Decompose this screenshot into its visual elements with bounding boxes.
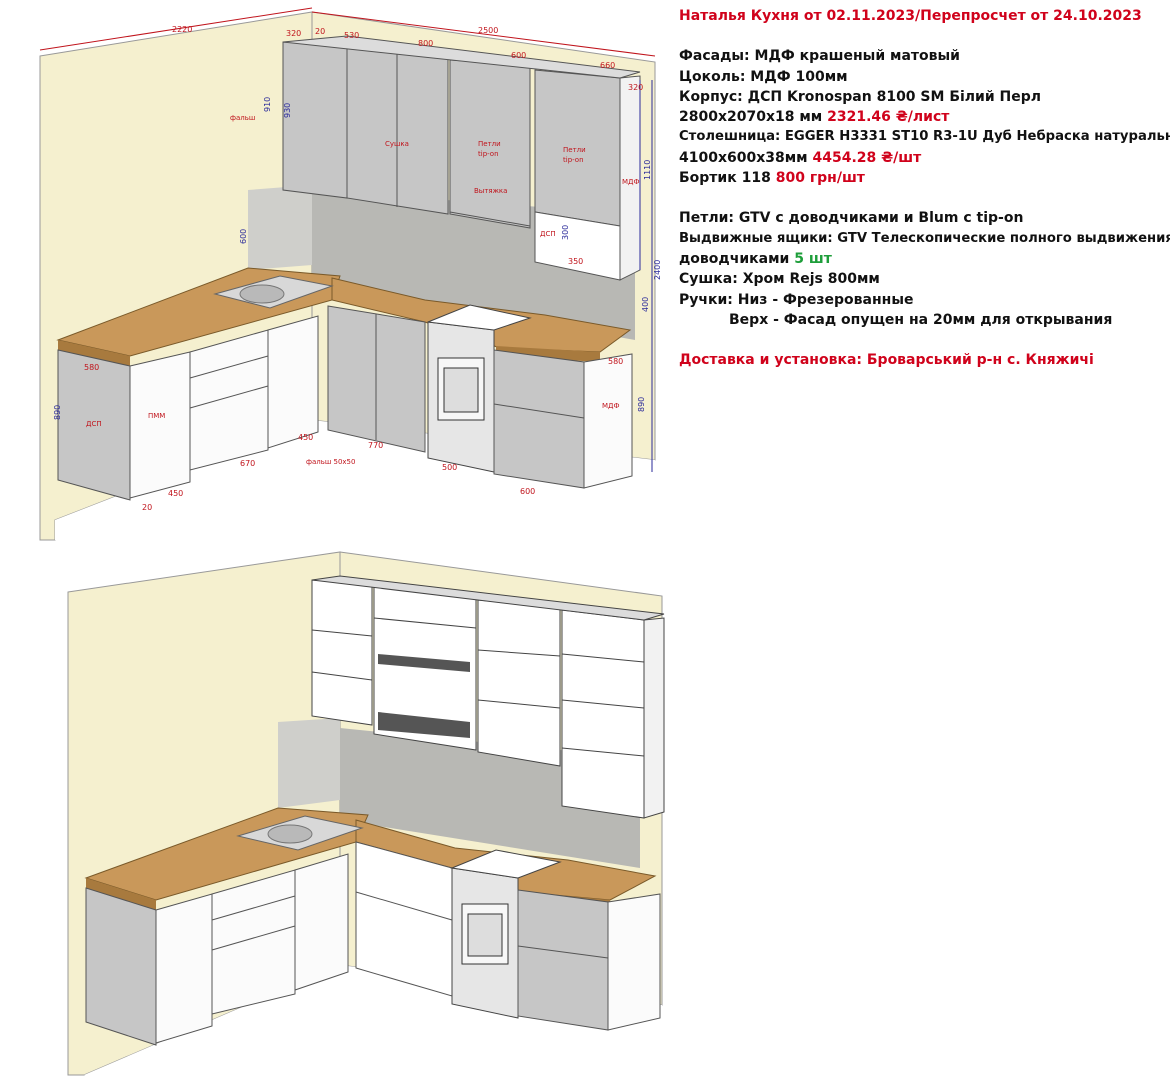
label-falsh: фальш	[230, 114, 255, 122]
label-petli-2: Петли	[563, 146, 586, 154]
label-petli-1: Петли	[478, 140, 501, 148]
spec-worktop-size: 4100х600х38мм	[679, 149, 808, 166]
bottom-base-corner	[294, 853, 349, 991]
dim-1110: 1110	[643, 160, 652, 180]
top-base-right	[493, 349, 585, 489]
dim-580a: 580	[84, 363, 99, 372]
spec-facades: Фасады: МДФ крашеный матовый	[679, 48, 960, 65]
label-mdf-2: МДФ	[602, 402, 620, 410]
label-mdf-1: МДФ	[622, 178, 640, 186]
top-base-corner	[267, 315, 319, 449]
top-upper-top	[282, 35, 641, 79]
top-upper-left	[282, 41, 348, 199]
spec-delivery: Доставка и установка: Броварський р-н с.…	[679, 352, 1094, 369]
label-dsp-2: ДСП	[86, 420, 102, 428]
top-upper-open	[534, 211, 621, 281]
spec-handles: Ручки: Низ - Фрезерованные	[679, 291, 914, 308]
dim-660: 660	[600, 61, 615, 70]
label-vytyazhka: Вытяжка	[474, 187, 507, 195]
spec-drawers-count: 5 шт	[794, 250, 832, 267]
bottom-base-right-side	[607, 893, 661, 1031]
dim-770: 770	[368, 441, 383, 450]
bottom-base-drawers	[211, 869, 296, 1015]
dim-20a: 20	[315, 27, 325, 36]
dim-600c: 600	[520, 487, 535, 496]
dim-20b: 20	[142, 503, 152, 512]
bottom-backsplash	[278, 718, 340, 808]
label-pmm: ПММ	[148, 412, 165, 420]
bottom-worktop-edge	[86, 878, 156, 910]
spec-edge-line: Бортик 118 800 грн/шт	[679, 168, 1167, 188]
spec-drawers-2: доводчиками	[679, 250, 790, 267]
bottom-upper-right	[561, 609, 645, 819]
bottom-stove-top	[450, 849, 562, 879]
top-dimension-texts: 2220 2500 320 20 530 800 600 660 320 910…	[53, 25, 662, 512]
spec-panel: Наталья Кухня от 02.11.2023/Перепросчет …	[679, 6, 1170, 370]
dim-300: 300	[561, 225, 570, 240]
spec-dryer: Сушка: Хром Rejs 800мм	[679, 271, 880, 288]
bottom-base-pmm	[155, 893, 213, 1044]
top-base-right-side	[583, 353, 633, 489]
dim-450b: 450	[168, 489, 183, 498]
dim-500: 500	[442, 463, 457, 472]
dim-350: 350	[568, 257, 583, 266]
spec-plinth: Цоколь: МДФ 100мм	[679, 68, 848, 85]
spec-worktop: Столешница: EGGER H3331 ST10 R3-1U Дуб Н…	[679, 129, 1170, 145]
bottom-upper-hood	[477, 599, 561, 767]
dim-600a: 600	[511, 51, 526, 60]
spec-drawers: Выдвижные ящики: GTV Телескопические пол…	[679, 230, 1170, 246]
dim-800: 800	[418, 39, 433, 48]
dim-2220: 2220	[172, 25, 192, 34]
dim-320a: 320	[286, 29, 301, 38]
dim-580b: 580	[608, 357, 623, 366]
spec-body-size: 2800х2070х18 мм	[679, 109, 823, 126]
spec-hinges: Петли: GTV с доводчиками и Blum с tip-on	[679, 210, 1024, 227]
spec-body-price: 2321.46 ₴/лист	[827, 109, 950, 126]
dim-400: 400	[641, 297, 650, 312]
spec-body: Корпус: ДСП Kronospan 8100 SM Білий Перл	[679, 88, 1042, 105]
dim-670: 670	[240, 459, 255, 468]
top-base-pmm	[129, 351, 191, 499]
dim-890b: 890	[637, 397, 646, 412]
dim-320b: 320	[628, 83, 643, 92]
spec-edge: Бортик 118	[679, 170, 771, 187]
top-worktop-edge	[58, 340, 130, 366]
top-stove-top	[427, 304, 532, 331]
top-base-end	[57, 349, 131, 501]
label-falsh-50: фальш 50х50	[306, 458, 355, 466]
spec-drawers-line: доводчиками 5 шт	[679, 249, 1167, 269]
dim-2500: 2500	[478, 26, 498, 35]
spec-worktop-price: 4454.28 ₴/шт	[812, 149, 922, 166]
top-dimension-lines	[39, 7, 656, 472]
label-tipon-1: tip-on	[478, 150, 499, 158]
spec-worktop-line: 4100х600х38мм 4454.28 ₴/шт	[679, 148, 1167, 168]
label-tipon-2: tip-on	[563, 156, 584, 164]
label-dsp-1: ДСП	[540, 230, 556, 238]
label-sushka: Сушка	[385, 140, 409, 148]
top-kitchen-render	[39, 11, 656, 541]
dim-600b: 600	[239, 229, 248, 244]
dim-910: 910	[263, 97, 272, 112]
spec-body-line: 2800х2070х18 мм 2321.46 ₴/лист	[679, 107, 1167, 127]
dim-2400: 2400	[653, 260, 662, 280]
bottom-upper-left	[311, 579, 373, 726]
top-part-labels: фальш Сушка Петли tip-on Вытяжка Петли t…	[86, 114, 640, 466]
bottom-base-end	[85, 887, 157, 1046]
bottom-upper-top	[311, 575, 665, 621]
spec-edge-price: 800 грн/шт	[775, 170, 865, 187]
bottom-base-right	[517, 889, 609, 1031]
top-base-drawers	[189, 329, 269, 471]
dim-890a: 890	[53, 405, 62, 420]
top-backsplash	[248, 185, 312, 270]
bottom-kitchen-render	[67, 551, 665, 1076]
top-worktop-edge2	[496, 346, 600, 362]
dim-930: 930	[283, 103, 292, 118]
spec-title: Наталья Кухня от 02.11.2023/Перепросчет …	[679, 8, 1142, 24]
dim-530: 530	[344, 31, 359, 40]
bottom-upper-end	[643, 617, 665, 819]
dim-450a: 450	[298, 433, 313, 442]
spec-handles-top: Верх - Фасад опущен на 20мм для открыван…	[729, 311, 1113, 328]
